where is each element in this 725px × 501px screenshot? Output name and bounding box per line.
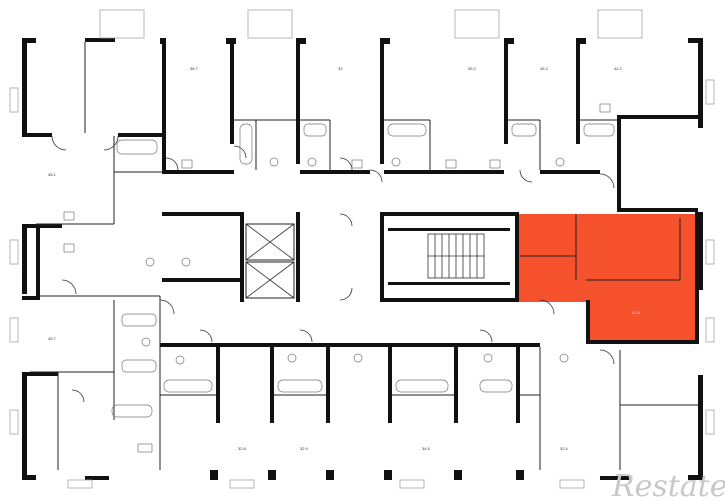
room-area-top-4: 35.2: [468, 66, 477, 71]
room-area-bottom-1: 32.6: [238, 446, 247, 451]
room-area-bottom-3: 34.5: [422, 446, 431, 451]
partitions: [30, 42, 698, 470]
room-area-top-5: 45.3: [540, 66, 549, 71]
room-area-selected: 41.4: [632, 310, 641, 315]
doors: [51, 135, 615, 403]
selected-apartment-area: [519, 214, 695, 343]
room-area-bottom-4: 32.4: [560, 446, 569, 451]
room-area-top-3: 33: [338, 66, 343, 71]
interior-walls: [22, 44, 699, 423]
room-area-labels: 38.1 36.7 33 35.2 45.3 42.2 45.7 32.6 32…: [48, 66, 641, 451]
room-area-left-mid: 45.7: [48, 336, 57, 341]
exterior-walls: [22, 38, 703, 480]
bathroom-fixtures: [63, 103, 615, 453]
restate-watermark-logo: Restate: [611, 469, 725, 501]
room-area-top-1: 38.1: [48, 172, 57, 177]
room-area-top-2: 36.7: [190, 66, 199, 71]
room-area-top-6: 42.2: [614, 66, 623, 71]
selected-apartment[interactable]: [519, 214, 695, 343]
room-area-bottom-2: 32.9: [300, 446, 309, 451]
windows: [9, 9, 715, 489]
